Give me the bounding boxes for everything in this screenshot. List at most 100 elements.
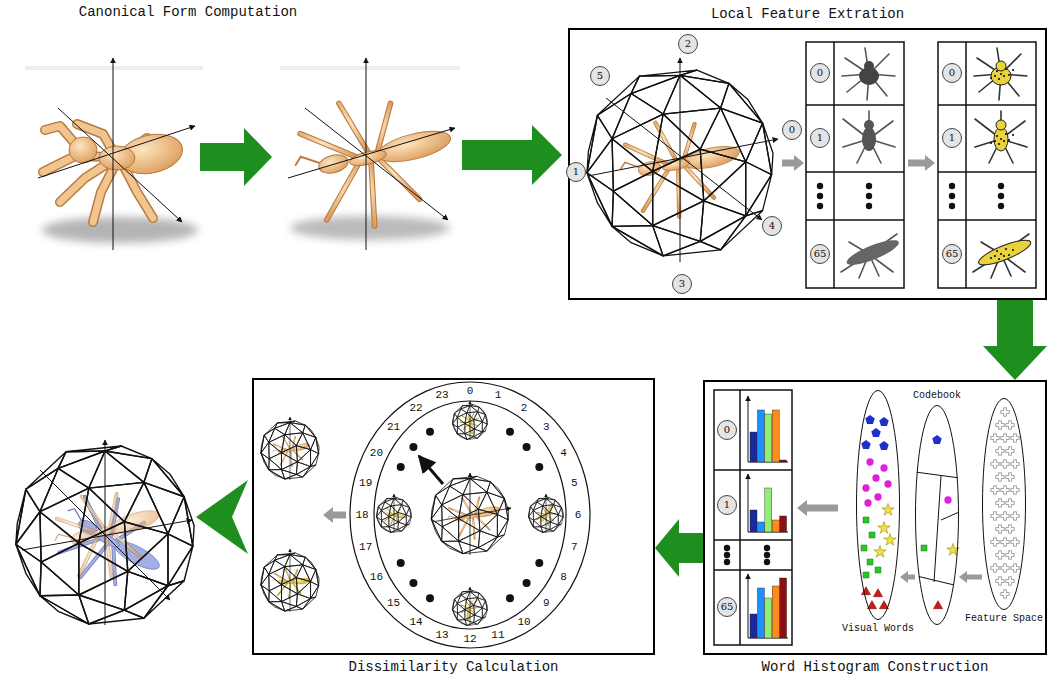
position-dot [535, 463, 543, 471]
histogram [757, 588, 764, 638]
small-arrow [797, 500, 838, 516]
histogram [750, 510, 757, 532]
wireframe-sphere [269, 585, 281, 602]
position-dot [397, 559, 405, 567]
wireframe-sphere [533, 527, 543, 533]
wireframe-sphere [533, 520, 541, 527]
word-symbol [1006, 551, 1014, 559]
wireframe-sphere [463, 548, 487, 554]
wireframe-sphere [261, 567, 269, 585]
callout-number: 0 [717, 420, 737, 440]
position-dot [409, 579, 417, 587]
word-symbol [1006, 577, 1014, 585]
histogram [757, 522, 764, 532]
view-image [996, 61, 1006, 71]
histogram [765, 414, 772, 462]
dial-number: 15 [386, 597, 401, 609]
wireframe-sphere [269, 470, 285, 479]
view-table [938, 219, 1036, 221]
view-image [843, 111, 895, 163]
view-image [994, 255, 996, 257]
ellipse-shape [915, 405, 959, 625]
wireframe-sphere [431, 519, 441, 541]
wireframe-sphere [377, 498, 412, 533]
word-symbol [1011, 564, 1019, 572]
ant-model [283, 79, 467, 241]
wireframe-sphere [381, 527, 391, 533]
visual-word-points [861, 415, 896, 609]
axis-line [58, 108, 182, 222]
histogram [748, 474, 749, 532]
view-image [975, 111, 1027, 163]
wireframe-sphere [389, 517, 399, 527]
word-symbol [991, 538, 999, 546]
word-symbol [996, 525, 1004, 533]
callout-number: 65 [717, 597, 737, 617]
ellipsis-dot [817, 193, 823, 199]
view-table [714, 390, 792, 645]
wireframe-sphere [16, 544, 40, 595]
dial-number: 14 [408, 616, 423, 628]
dial-number: 5 [570, 477, 579, 489]
word-symbol [1011, 460, 1019, 468]
word-symbol [944, 496, 951, 503]
ant-model [541, 517, 545, 522]
ant-model [42, 124, 198, 243]
view-table [806, 42, 904, 288]
wireframe-sphere [663, 241, 720, 256]
wireframe-sphere [721, 211, 763, 250]
view-image [842, 48, 895, 100]
image-strip [25, 66, 203, 70]
wireframe-sphere [296, 578, 310, 594]
wireframe-sphere [261, 553, 319, 611]
wireframe-sphere [763, 123, 773, 175]
dial-number: 10 [516, 616, 531, 628]
callout-number: 1 [942, 128, 962, 148]
wireframe-sphere [550, 512, 559, 522]
word-symbol [996, 577, 1004, 585]
wireframe-sphere [465, 610, 475, 620]
wireframe-sphere [474, 608, 482, 618]
wireframe-sphere [457, 434, 467, 440]
word-symbol [991, 460, 999, 468]
histogram [765, 598, 772, 638]
feature-points [991, 408, 1019, 598]
wireframe-sphere [431, 495, 441, 519]
wireframe-sphere [264, 560, 275, 574]
wireframe-sphere [382, 517, 389, 527]
wireframe-sphere [269, 459, 282, 470]
dial-number: 8 [559, 571, 568, 583]
word-symbol [861, 545, 867, 551]
dial-number: 23 [434, 389, 449, 401]
word-symbol [996, 447, 1004, 455]
ant-model [359, 160, 387, 226]
wireframe-sphere [497, 514, 508, 537]
word-symbol [872, 474, 879, 481]
flow-arrow [462, 125, 562, 185]
histogram [748, 574, 788, 638]
ant-model [359, 160, 387, 226]
wireframe-sphere [612, 226, 663, 256]
wireframe-sphere [281, 453, 297, 470]
view-table [714, 539, 792, 541]
ant-model [382, 505, 408, 527]
small-arrow [782, 155, 804, 171]
wireframe-sphere [453, 424, 458, 434]
ant-model [99, 146, 135, 170]
position-dot [535, 559, 543, 567]
wireframe-sphere [555, 500, 561, 507]
view-image [998, 258, 1000, 260]
position-dot [523, 443, 531, 451]
wireframe-sphere [316, 438, 319, 454]
wireframe-sphere [436, 479, 453, 495]
dial-number: 19 [358, 477, 373, 489]
view-image [996, 135, 998, 137]
view-image [1012, 69, 1014, 71]
codebook-cells [934, 476, 941, 582]
wireframe-sphere [40, 596, 89, 624]
wireframe-sphere [184, 497, 194, 546]
wireframe-sphere [455, 595, 461, 603]
view-image [1008, 139, 1010, 141]
histogram [750, 614, 757, 638]
